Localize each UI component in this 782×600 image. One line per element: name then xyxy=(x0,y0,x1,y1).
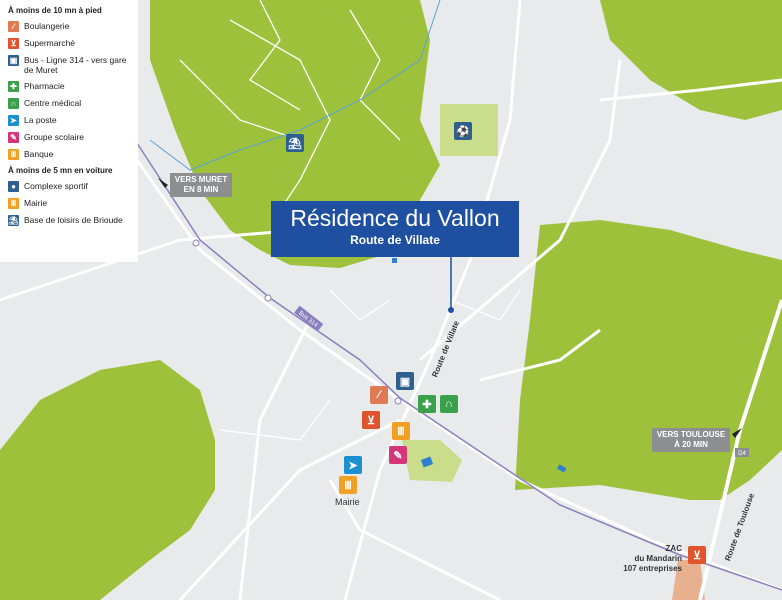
legend-item: ⛱ Base de loisirs de Brioude xyxy=(8,215,132,226)
direction-toulouse-line2: À 20 MIN xyxy=(674,440,708,449)
residence-road: Route de Villate xyxy=(350,233,440,247)
residence-pin xyxy=(448,307,454,313)
sport-complex-icon[interactable]: ⚽ xyxy=(454,122,472,140)
legend-item: ∩ Centre médical xyxy=(8,98,132,109)
bus-stop xyxy=(264,294,272,302)
legend-item: Ⅲ Banque xyxy=(8,149,132,160)
legend-item-label: La poste xyxy=(24,115,57,125)
legend-panel: À moins de 10 mn à pied ∕ Boulangerie ⊻ Sup… xyxy=(0,0,138,262)
townhall-icon[interactable]: Ⅲ xyxy=(339,476,357,494)
bus-stop xyxy=(192,239,200,247)
bread-icon: ∕ xyxy=(8,21,19,32)
direction-toulouse: VERS TOULOUSE À 20 MIN xyxy=(652,428,730,452)
bus-stop-icon[interactable]: ▣ xyxy=(396,372,414,390)
direction-muret-line2: EN 8 MIN xyxy=(183,185,219,194)
green-area-southwest xyxy=(0,360,215,600)
zac-line2: du Mandarin xyxy=(634,554,682,563)
zac-label: ZAC du Mandarin 107 entreprises xyxy=(618,544,682,574)
bus-stop xyxy=(394,397,402,405)
legend-item-label: Mairie xyxy=(24,198,48,208)
legend-item-label: Banque xyxy=(24,149,54,159)
legend-item: ⊻ Supermarché xyxy=(8,38,132,49)
school-field xyxy=(402,440,462,482)
d4-label: D4 xyxy=(738,451,746,457)
bus-icon: ▣ xyxy=(8,55,19,66)
legend-section-walk: À moins de 10 mn à pied xyxy=(8,6,102,15)
legend-item: ✚ Pharmacie xyxy=(8,81,132,92)
school-icon[interactable]: ✎ xyxy=(389,446,407,464)
pharmacy-cross-icon: ✚ xyxy=(8,81,19,92)
bakery-icon[interactable]: ∕ xyxy=(370,386,388,404)
residence-title-box: Résidence du Vallon Route de Villate xyxy=(271,201,519,257)
zac-cart-icon[interactable]: ⊻ xyxy=(688,546,706,564)
direction-muret: VERS MURET EN 8 MIN xyxy=(170,173,232,197)
legend-item-label: Complexe sportif xyxy=(24,181,88,191)
residence-name: Résidence du Vallon xyxy=(290,205,500,231)
legend-item: ▣ Bus - Ligne 314 - vers gare de Muret xyxy=(8,55,132,75)
bank-icon: Ⅲ xyxy=(8,149,19,160)
post-office-icon[interactable]: ➤ xyxy=(344,456,362,474)
legend-item-label: Boulangerie xyxy=(24,21,70,31)
legend-section-car: À moins de 5 mn en voiture xyxy=(8,166,113,175)
supermarket-icon[interactable]: ⊻ xyxy=(362,411,380,429)
direction-muret-line1: VERS MURET xyxy=(174,175,228,184)
pencil-icon: ✎ xyxy=(8,132,19,143)
direction-toulouse-line1: VERS TOULOUSE xyxy=(656,430,726,439)
cart-icon: ⊻ xyxy=(8,38,19,49)
legend-item: ● Complexe sportif xyxy=(8,181,132,192)
arrow-toulouse-icon xyxy=(732,428,742,438)
legend-item-label: Supermarché xyxy=(24,38,76,48)
legend-item-label: Centre médical xyxy=(24,98,82,108)
medical-center-icon[interactable]: ∩ xyxy=(440,395,458,413)
legend-item-label: Pharmacie xyxy=(24,81,65,91)
leisure-icon: ⛱ xyxy=(8,215,19,226)
townhall-icon: Ⅲ xyxy=(8,198,19,209)
legend-item: ✎ Groupe scolaire xyxy=(8,132,132,143)
legend-item-label: Groupe scolaire xyxy=(24,132,85,142)
zac-line1: ZAC xyxy=(665,544,682,553)
leisure-base-icon[interactable]: ⛱ xyxy=(286,134,304,152)
bus-line xyxy=(134,139,782,591)
legend-item-label: Bus - Ligne 314 - vers gare de Muret xyxy=(24,55,127,75)
bank-icon[interactable]: Ⅲ xyxy=(392,422,410,440)
post-icon: ➤ xyxy=(8,115,19,126)
legend-item: Ⅲ Mairie xyxy=(8,198,132,209)
ball-icon: ● xyxy=(8,181,19,192)
pharmacy-icon[interactable]: ✚ xyxy=(418,395,436,413)
legend-item-label: Base de loisirs de Brioude xyxy=(24,215,123,225)
zac-line3: 107 entreprises xyxy=(623,564,682,573)
green-area-northeast xyxy=(600,0,782,120)
stream xyxy=(149,0,441,171)
legend-item: ➤ La poste xyxy=(8,115,132,126)
zac-area xyxy=(672,560,705,600)
stethoscope-icon: ∩ xyxy=(8,98,19,109)
legend-item: ∕ Boulangerie xyxy=(8,21,132,32)
arrow-muret-icon xyxy=(158,178,168,188)
mairie-label: Mairie xyxy=(335,497,360,507)
